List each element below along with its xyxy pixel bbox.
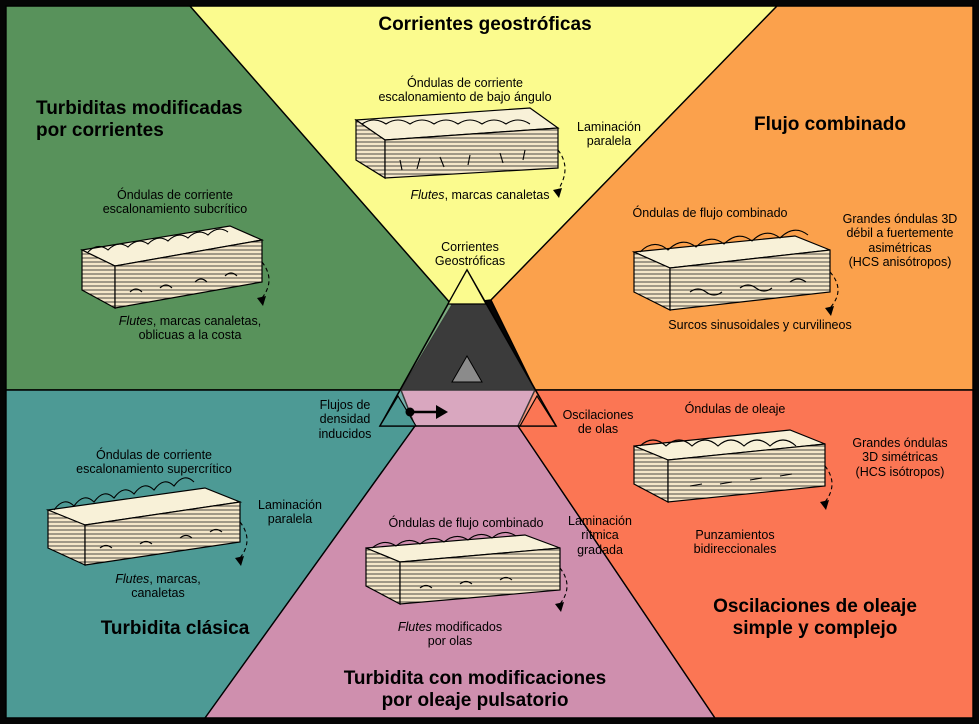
block-diagram-pulsating-wave — [365, 531, 568, 612]
density-flow-arrowhead — [436, 405, 448, 419]
side-label-wave-oscillation: Grandes óndulas 3D simétricas (HCS isótr… — [852, 436, 948, 479]
side-label-geostrophic: Laminación paralela — [577, 120, 641, 149]
region-wave-oscillation — [517, 389, 974, 719]
caption-pulsating-wave: Óndulas de flujo combinado — [388, 516, 544, 530]
central-ternary-triangle — [378, 268, 558, 427]
apex-top-triangle — [446, 268, 488, 305]
side-label-classic-turbidite: Laminación paralela — [258, 498, 322, 527]
base-rest-turbidite-modified: , marcas canaletas, oblicuas a la costa — [138, 314, 262, 343]
base-italic-pulsating-wave: Flutes — [397, 620, 432, 634]
title-combined-flow: Flujo combinado — [754, 114, 906, 135]
base-italic-classic-turbidite: Flutes — [115, 572, 150, 586]
base-label-combined-flow: Surcos sinusoidales y curvilineos — [668, 318, 852, 332]
apex-right-triangle — [518, 394, 558, 427]
apex-label-top: Corrientes Geostróficas — [434, 240, 506, 269]
base-rest-geostrophic: , marcas canaletas — [444, 188, 550, 202]
base-italic-turbidite-modified: Flutes — [118, 314, 153, 328]
base-label-pulsating-wave: Flutes modificados por olas — [380, 620, 520, 649]
center-grey-triangle — [451, 354, 483, 383]
side-label-pulsating-wave: Laminación rítmica gradada — [568, 514, 632, 557]
block-diagram-classic-turbidite — [45, 477, 248, 566]
apex-label-left: Flujos de densidad inducidos — [318, 398, 372, 441]
block-diagram-turbidite-modified — [80, 225, 270, 310]
base-rest-classic-turbidite: , marcas, canaletas — [131, 572, 201, 601]
title-wave-oscillation: Oscilaciones de oleaje simple y complejo — [713, 596, 917, 640]
base-label-geostrophic: Flutes, marcas canaletas — [380, 188, 580, 202]
block-diagram-wave-oscillation — [633, 429, 833, 510]
caption-wave-oscillation: Óndulas de oleaje — [684, 402, 786, 416]
caption-classic-turbidite: Óndulas de corriente escalonamiento supe… — [76, 448, 232, 477]
block-diagram-combined-flow — [631, 229, 839, 316]
title-turbidite-modified: Turbiditas modificadas por corrientes — [36, 98, 243, 142]
base-label-classic-turbidite: Flutes, marcas, canaletas — [88, 572, 228, 601]
title-classic-turbidite: Turbidita clásica — [100, 618, 250, 639]
base-label-wave-oscillation: Punzamientos bidireccionales — [693, 528, 777, 557]
caption-turbidite-modified: Óndulas de corriente escalonamiento subc… — [102, 188, 248, 217]
base-italic-geostrophic: Flutes — [410, 188, 445, 202]
caption-geostrophic: Óndulas de corriente escalonamiento de b… — [378, 76, 552, 105]
base-label-turbidite-modified: Flutes, marcas canaletas, oblicuas a la … — [90, 314, 290, 343]
block-diagram-geostrophic — [354, 107, 566, 198]
base-rest-pulsating-wave: modificados por olas — [427, 620, 503, 649]
caption-combined-flow: Óndulas de flujo combinado — [632, 206, 788, 220]
title-pulsating-wave: Turbidita con modificaciones por oleaje … — [343, 668, 607, 712]
side-label-combined-flow: Grandes óndulas 3D débil a fuertemente a… — [842, 212, 958, 270]
title-geostrophic: Corrientes geostróficas — [378, 14, 592, 35]
apex-label-right: Oscilaciones de olas — [562, 408, 634, 437]
